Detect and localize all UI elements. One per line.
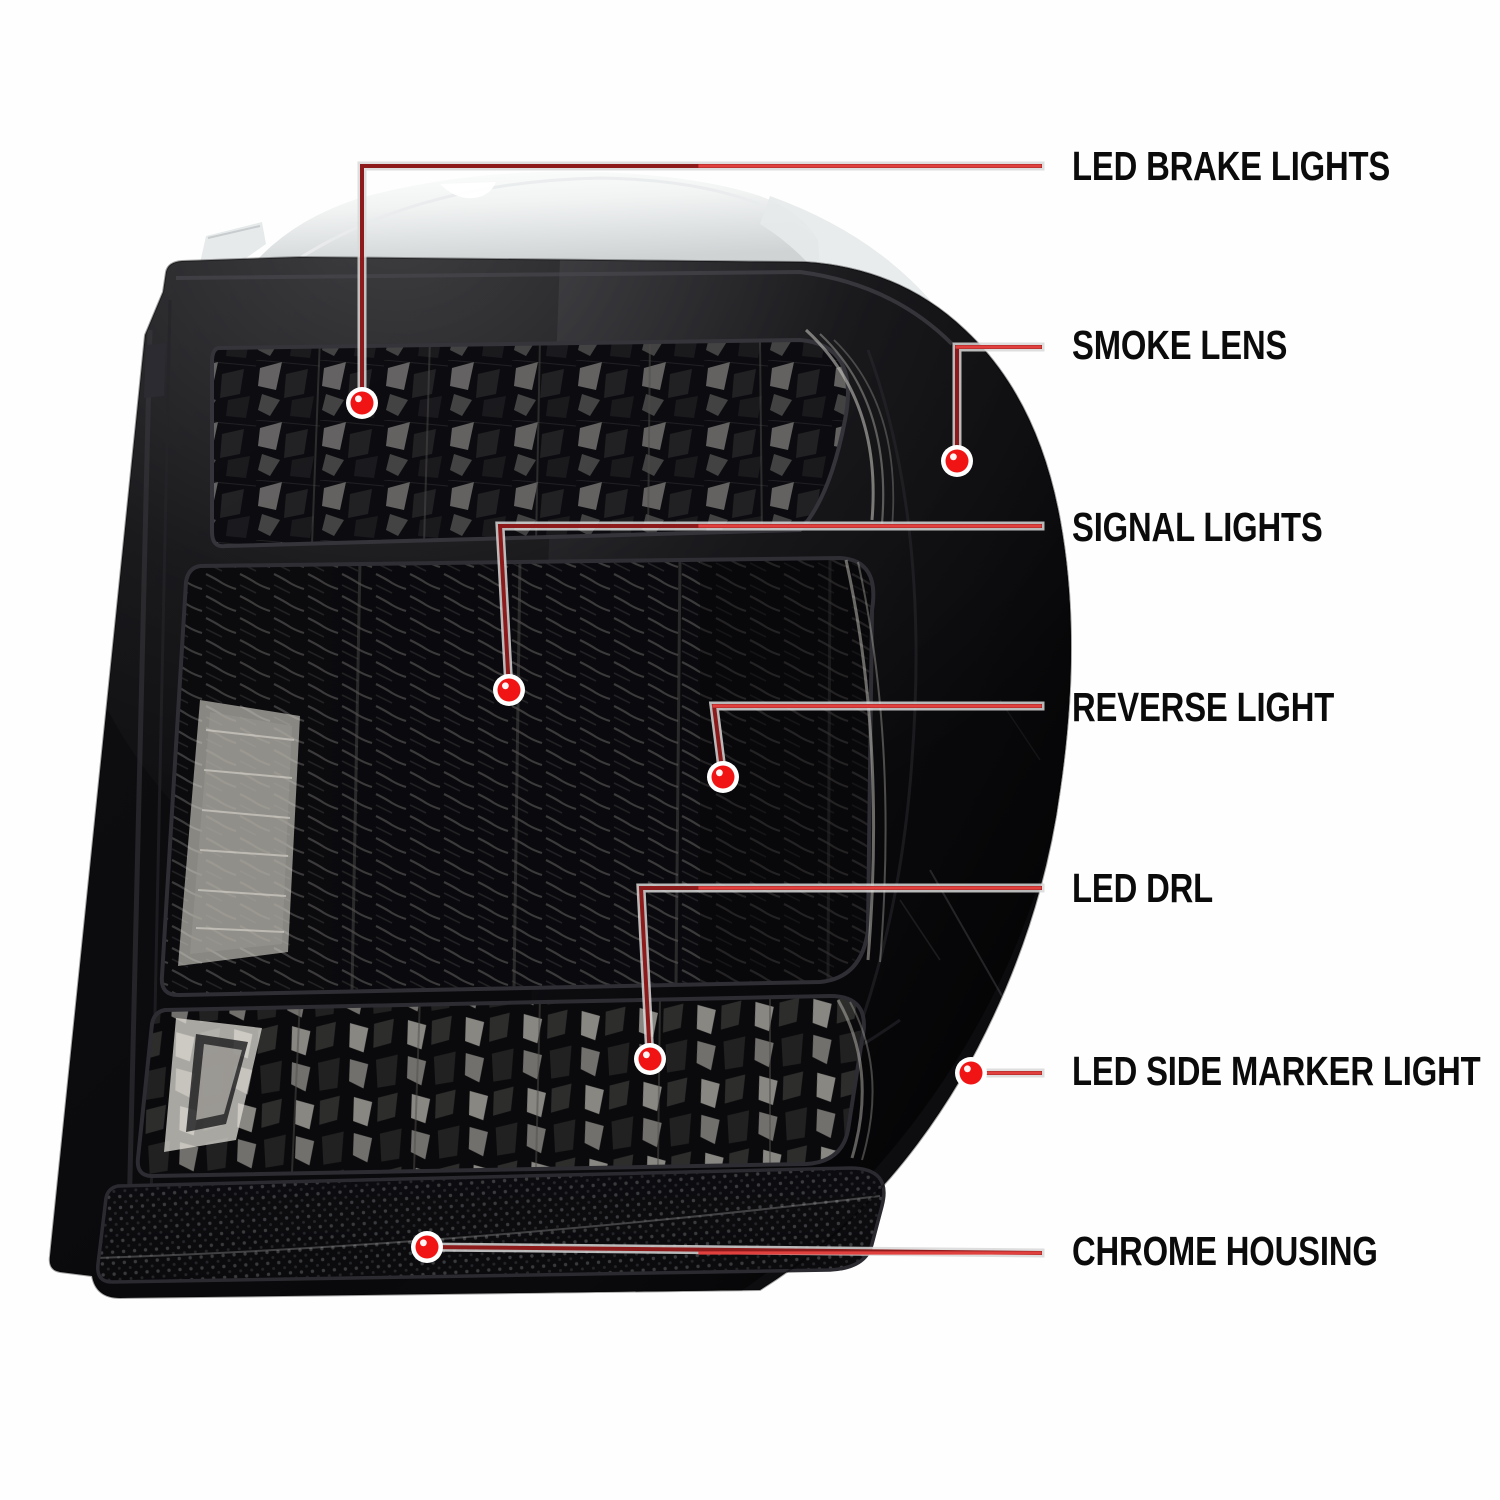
signal-light-section xyxy=(159,555,887,998)
callout-label-led-side-marker-light: LED SIDE MARKER LIGHT xyxy=(1072,1048,1481,1094)
led-brake-light-cluster xyxy=(210,328,895,549)
callout-label-smoke-lens: SMOKE LENS xyxy=(1072,322,1288,368)
chrome-housing-strip xyxy=(96,1166,886,1284)
callout-label-led-brake-lights: LED BRAKE LIGHTS xyxy=(1072,143,1391,189)
led-drl-strip xyxy=(135,993,874,1179)
callout-label-led-drl: LED DRL xyxy=(1072,865,1214,911)
callout-label-chrome-housing: CHROME HOUSING xyxy=(1072,1228,1378,1274)
mounting-tab xyxy=(144,343,166,398)
callout-label-reverse-light: REVERSE LIGHT xyxy=(1072,684,1335,730)
callout-label-signal-lights: SIGNAL LIGHTS xyxy=(1072,504,1323,550)
